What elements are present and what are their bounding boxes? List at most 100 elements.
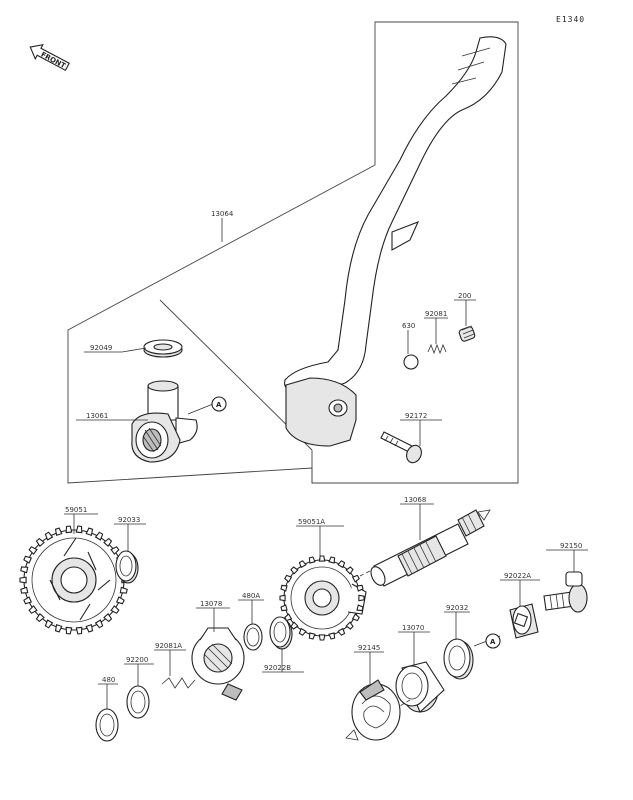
kick-shaft-13068 xyxy=(359,509,491,587)
gear-tooth xyxy=(110,546,120,555)
spring-92081 xyxy=(427,343,447,355)
label-92033: 92033 xyxy=(118,516,140,524)
gear-tooth xyxy=(28,546,38,555)
label-13068: 13068 xyxy=(404,496,426,504)
label-92081a: 92081A xyxy=(155,642,182,650)
gear-tooth xyxy=(279,594,286,602)
callout-92145: 92145 xyxy=(354,644,384,684)
callout-92172: 92172 xyxy=(400,412,442,446)
spring-92081A xyxy=(161,677,196,689)
gear-tooth xyxy=(351,574,360,583)
gear-tooth xyxy=(119,586,128,594)
callout-59051: 59051 xyxy=(64,506,98,534)
kick-lever-arm xyxy=(284,36,507,447)
gear-tooth xyxy=(345,566,354,575)
gear-tooth xyxy=(65,525,73,534)
ref-marker-a-2-label: A xyxy=(490,638,496,646)
ref-marker-a-1: A xyxy=(187,396,227,415)
gear-tooth xyxy=(35,537,45,548)
callout-13070: 13070 xyxy=(398,624,430,666)
label-13064: 13064 xyxy=(211,210,234,218)
gear-tooth xyxy=(318,634,326,641)
gear-tooth xyxy=(23,555,33,564)
bolt-92150 xyxy=(543,571,588,613)
gear-tooth xyxy=(54,623,63,633)
gear-tooth xyxy=(298,560,307,569)
gear-tooth xyxy=(290,566,299,575)
collar-92049 xyxy=(143,339,183,358)
ref-marker-a-2: A xyxy=(473,633,501,649)
label-59051a: 59051A xyxy=(298,518,325,526)
label-92022b: 92022B xyxy=(264,664,291,672)
gear-tooth xyxy=(280,604,288,612)
callout-13061: 13061 xyxy=(76,412,148,421)
gear-tooth xyxy=(35,612,45,623)
gear-tooth xyxy=(280,584,288,592)
gear-tooth xyxy=(23,596,33,605)
gear-tooth xyxy=(308,632,316,640)
gear-tooth xyxy=(103,612,113,623)
ref-marker-a-1-label: A xyxy=(216,401,222,409)
label-92081: 92081 xyxy=(425,310,447,318)
washer-92200 xyxy=(126,685,150,719)
gear-tooth xyxy=(28,605,38,614)
label-630: 630 xyxy=(402,322,415,330)
gear-tooth xyxy=(328,632,336,640)
callout-92022a: 92022A xyxy=(500,572,540,606)
label-92032: 92032 xyxy=(446,604,468,612)
callout-13078: 13078 xyxy=(196,600,230,632)
gear-tooth xyxy=(328,556,336,564)
gear-59051 xyxy=(19,525,129,635)
gear-tooth xyxy=(20,586,29,594)
gear-tooth xyxy=(44,531,54,541)
callout-59051a: 59051A xyxy=(296,518,344,560)
label-59051: 59051 xyxy=(65,506,87,514)
sheet-code: E1340 xyxy=(556,15,585,24)
front-arrow-icon: FRONT xyxy=(29,43,70,72)
label-13070: 13070 xyxy=(402,624,424,632)
screw-200 xyxy=(458,325,476,342)
callout-92081: 92081 xyxy=(424,310,448,344)
callout-13064: 13064 xyxy=(211,210,234,242)
gear-tooth xyxy=(20,566,29,574)
gear-tooth xyxy=(356,584,364,592)
gear-tooth xyxy=(103,537,113,548)
label-13061: 13061 xyxy=(86,412,108,420)
callout-92033: 92033 xyxy=(114,516,146,552)
gear-tooth xyxy=(65,626,73,635)
callout-92150: 92150 xyxy=(546,542,588,572)
callout-92032: 92032 xyxy=(444,604,470,640)
gear-tooth xyxy=(345,621,354,630)
gear-tooth xyxy=(85,623,94,633)
label-92150: 92150 xyxy=(560,542,582,550)
callout-92200: 92200 xyxy=(124,656,154,686)
bolt-92172 xyxy=(380,431,422,464)
front-label: FRONT xyxy=(39,51,67,71)
gear-tooth xyxy=(284,613,293,622)
gear-tooth xyxy=(44,619,54,629)
washer-92022A xyxy=(509,603,539,639)
ratchet-13078 xyxy=(191,627,245,701)
label-92145: 92145 xyxy=(358,644,380,652)
label-92200: 92200 xyxy=(126,656,148,664)
gear-tooth xyxy=(75,626,83,635)
gear-tooth xyxy=(110,605,120,614)
callout-92081a: 92081A xyxy=(154,642,186,676)
circlip-480 xyxy=(95,708,119,742)
spring-92145 xyxy=(345,679,411,741)
ball-630 xyxy=(403,354,419,370)
gear-59051A xyxy=(279,555,367,641)
gear-tooth xyxy=(94,619,104,629)
label-92049: 92049 xyxy=(90,344,112,352)
gear-tooth xyxy=(94,531,104,541)
gear-tooth xyxy=(356,604,364,612)
callout-630: 630 xyxy=(402,322,415,354)
gear-tooth xyxy=(298,627,307,636)
callout-13068: 13068 xyxy=(400,496,434,540)
gear-tooth xyxy=(337,560,346,569)
gear-tooth xyxy=(284,574,293,583)
gear-tooth xyxy=(75,525,83,534)
callout-480a: 480A xyxy=(238,592,264,624)
